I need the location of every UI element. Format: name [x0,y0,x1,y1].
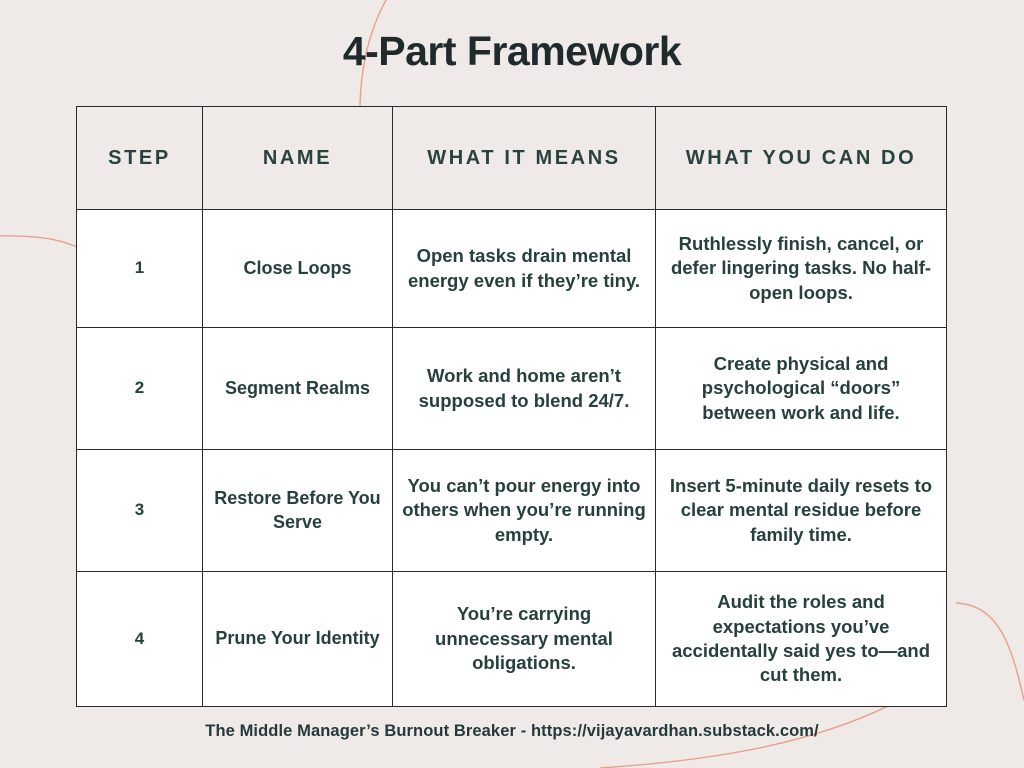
page-title: 4-Part Framework [342,28,682,74]
cell-do-1: Ruthlessly finish, cancel, or defer ling… [655,209,947,328]
cell-means-3: You can’t pour energy into others when y… [392,449,656,572]
table-header: STEP NAME WHAT IT MEANS WHAT YOU CAN DO [76,106,947,210]
framework-table-container: STEP NAME WHAT IT MEANS WHAT YOU CAN DO … [76,106,947,707]
table-row: 1 Close Loops Open tasks drain mental en… [76,209,947,328]
table-row: 3 Restore Before You Serve You can’t pou… [76,449,947,572]
cell-means-4: You’re carrying unnecessary mental oblig… [392,571,656,707]
footer-attribution: The Middle Manager’s Burnout Breaker - h… [205,722,819,740]
framework-table: STEP NAME WHAT IT MEANS WHAT YOU CAN DO … [76,106,947,707]
table-body: 1 Close Loops Open tasks drain mental en… [76,209,947,707]
cell-name-3: Restore Before You Serve [202,449,393,572]
cell-means-1: Open tasks drain mental energy even if t… [392,209,656,328]
column-header-name: NAME [202,106,393,210]
table-row: 4 Prune Your Identity You’re carrying un… [76,571,947,707]
cell-step-4: 4 [76,571,203,707]
cell-step-2: 2 [76,327,203,450]
decorative-curve-right [955,602,1024,701]
cell-name-2: Segment Realms [202,327,393,450]
cell-do-2: Create physical and psychological “doors… [655,327,947,450]
cell-step-1: 1 [76,209,203,328]
table-header-row: STEP NAME WHAT IT MEANS WHAT YOU CAN DO [76,106,947,210]
cell-name-1: Close Loops [202,209,393,328]
cell-step-3: 3 [76,449,203,572]
cell-do-3: Insert 5-minute daily resets to clear me… [655,449,947,572]
cell-do-4: Audit the roles and expectations you’ve … [655,571,947,707]
cell-means-2: Work and home aren’t supposed to blend 2… [392,327,656,450]
column-header-means: WHAT IT MEANS [392,106,656,210]
column-header-do: WHAT YOU CAN DO [655,106,947,210]
column-header-step: STEP [76,106,203,210]
table-row: 2 Segment Realms Work and home aren’t su… [76,327,947,450]
cell-name-4: Prune Your Identity [202,571,393,707]
